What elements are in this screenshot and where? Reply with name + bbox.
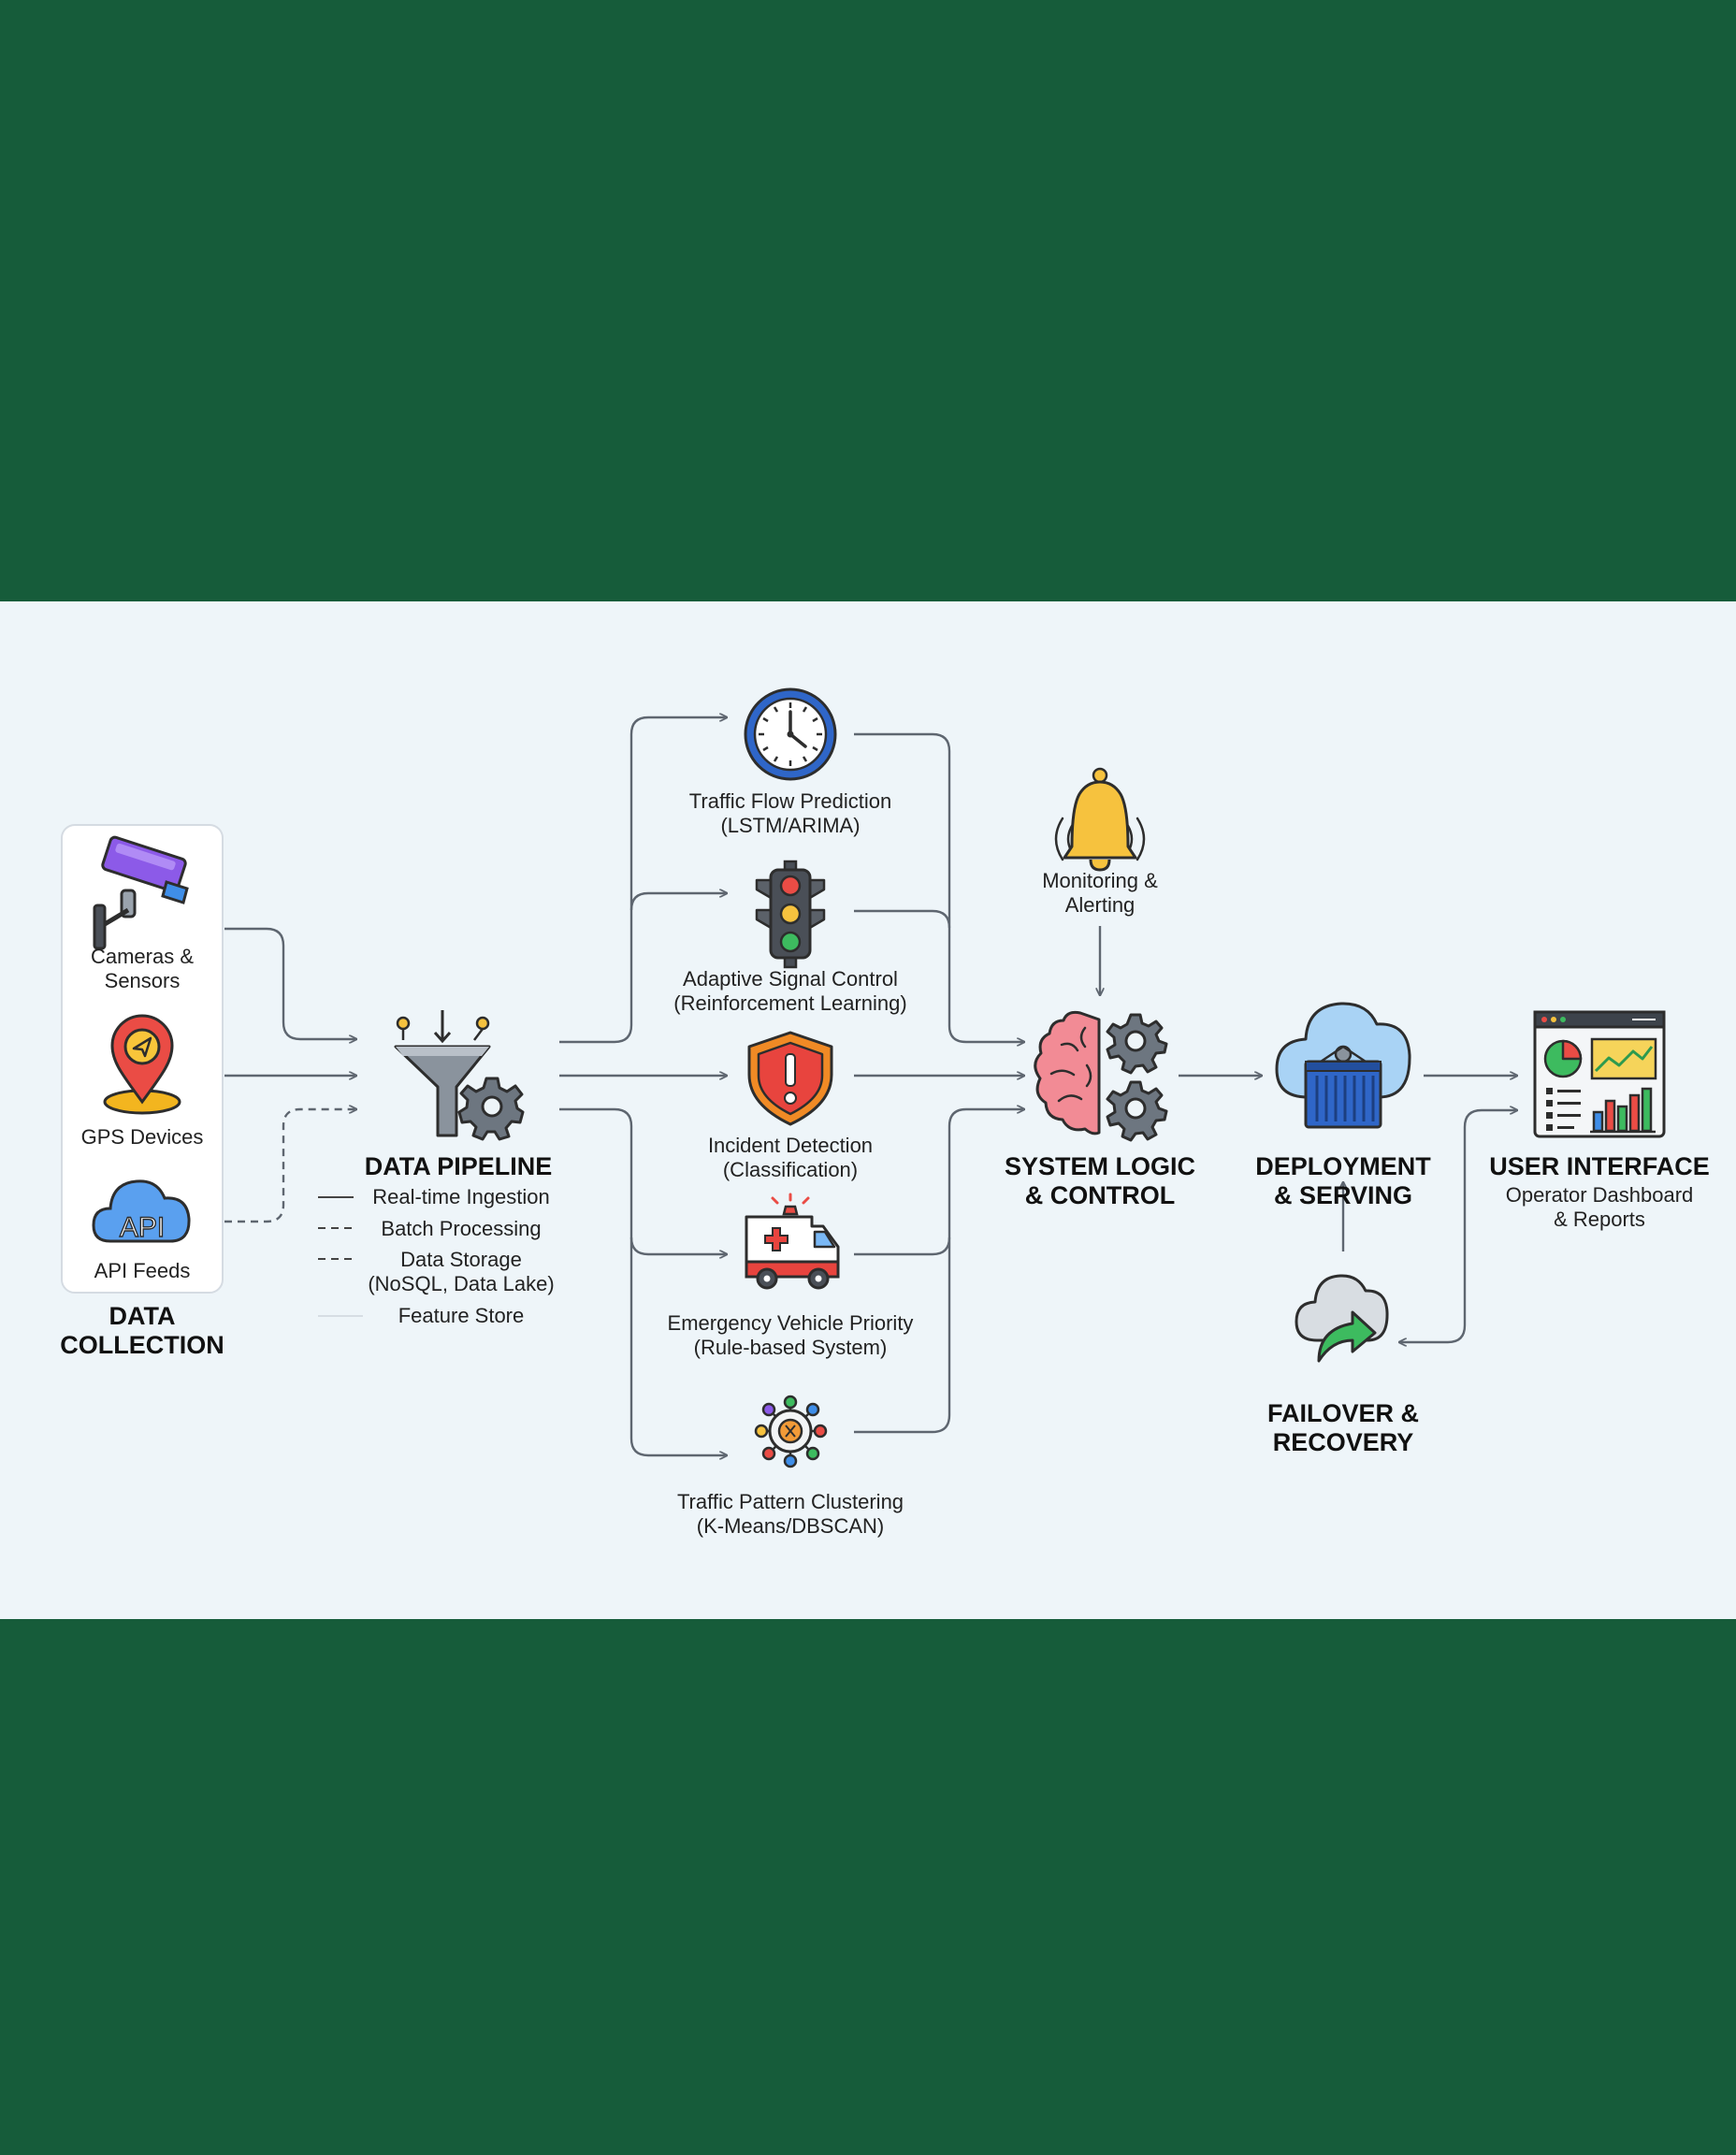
pie-chart-icon	[1543, 1039, 1583, 1078]
cameras-label-line2: Sensors	[105, 969, 181, 992]
connector-pipeline-to-emergency-priority	[559, 1107, 727, 1455]
connector-flow-prediction-to-logic	[854, 732, 1024, 1042]
model-emergency-priority-line2: (Rule-based System)	[694, 1336, 888, 1359]
cloud-recovery-icon	[1295, 1274, 1389, 1363]
data-pipeline-group: DATA PIPELINE Real-time Ingestion Batch …	[318, 1010, 555, 1327]
system-logic-title-line1: SYSTEM LOGIC	[1005, 1152, 1195, 1180]
camera-icon	[93, 835, 189, 950]
data-collection-title-line1: DATA	[109, 1302, 176, 1330]
diagram-panel: Cameras & Sensors GPS Devices API API Fe…	[0, 601, 1736, 1619]
connector-signal-control-to-logic	[854, 909, 951, 929]
model-clustering-line2: (K-Means/DBSCAN)	[697, 1514, 884, 1538]
list-icon	[1546, 1088, 1581, 1131]
model-signal-control-line1: Adaptive Signal Control	[683, 967, 898, 991]
connector-api-to-pipeline	[224, 1109, 356, 1223]
model-emergency-priority-line1: Emergency Vehicle Priority	[668, 1311, 914, 1335]
traffic-light-icon	[755, 860, 826, 969]
user-interface-title: USER INTERFACE	[1489, 1152, 1710, 1180]
connector-emergency-to-logic	[854, 1237, 951, 1256]
model-clustering-line1: Traffic Pattern Clustering	[677, 1490, 904, 1513]
system-logic-title-line2: & CONTROL	[1025, 1181, 1175, 1209]
pipeline-item-feature-store: Feature Store	[398, 1304, 525, 1327]
line-chart-icon	[1590, 1037, 1657, 1080]
gps-pin-icon	[103, 1014, 181, 1115]
model-incident-detection-line2: (Classification)	[723, 1158, 858, 1181]
model-incident-detection-line1: Incident Detection	[708, 1134, 873, 1157]
gps-label: GPS Devices	[81, 1125, 204, 1149]
failover-title-line1: FAILOVER &	[1267, 1399, 1419, 1427]
connector-ui-failover-link	[1399, 1110, 1517, 1342]
data-collection-title-line2: COLLECTION	[60, 1331, 224, 1359]
deployment-title-line1: DEPLOYMENT	[1255, 1152, 1431, 1180]
deployment-title-line2: & SERVING	[1274, 1181, 1412, 1209]
model-signal-control-line2: (Reinforcement Learning)	[673, 991, 906, 1015]
connector-clustering-to-logic	[854, 1109, 1024, 1434]
pipeline-item-data-storage-line1: Data Storage	[400, 1248, 522, 1271]
architecture-diagram: Cameras & Sensors GPS Devices API API Fe…	[60, 687, 1710, 1538]
pipeline-item-batch-processing: Batch Processing	[381, 1217, 541, 1240]
funnel-gear-icon	[394, 1010, 525, 1141]
api-feeds-label: API Feeds	[94, 1259, 191, 1282]
cloud-container-icon	[1275, 1002, 1411, 1129]
user-interface-line2: & Reports	[1554, 1208, 1645, 1231]
connector-pipeline-to-signal-control	[629, 893, 727, 911]
connector-pipeline-to-flow-prediction	[559, 717, 727, 1044]
model-flow-prediction-line1: Traffic Flow Prediction	[689, 789, 891, 813]
ambulance-icon	[745, 1193, 840, 1290]
brain-gears-icon	[1034, 1010, 1168, 1142]
dashboard-icon	[1533, 1010, 1666, 1138]
data-pipeline-title: DATA PIPELINE	[365, 1152, 553, 1180]
failover-title-line2: RECOVERY	[1273, 1428, 1414, 1456]
user-interface-line1: Operator Dashboard	[1506, 1183, 1694, 1207]
shield-alert-icon	[747, 1031, 833, 1126]
cameras-label-line1: Cameras &	[91, 945, 194, 968]
pipeline-item-realtime-ingestion: Real-time Ingestion	[372, 1185, 550, 1208]
cluster-network-icon	[754, 1395, 828, 1468]
connectors	[224, 717, 1517, 1455]
connector-pipeline-to-clustering	[629, 1237, 727, 1254]
data-collection-group: Cameras & Sensors GPS Devices API API Fe…	[60, 824, 224, 1359]
api-cloud-icon: API	[92, 1179, 191, 1244]
api-icon-text: API	[120, 1212, 165, 1243]
bell-icon	[1054, 767, 1146, 872]
clock-icon	[744, 687, 837, 781]
monitoring-label-line1: Monitoring &	[1042, 869, 1158, 892]
connector-cameras-to-pipeline	[224, 927, 356, 1039]
pipeline-item-data-storage-line2: (NoSQL, Data Lake)	[368, 1272, 554, 1295]
model-flow-prediction-line2: (LSTM/ARIMA)	[720, 814, 860, 837]
monitoring-label-line2: Alerting	[1065, 893, 1136, 917]
bar-chart-icon	[1590, 1087, 1656, 1134]
